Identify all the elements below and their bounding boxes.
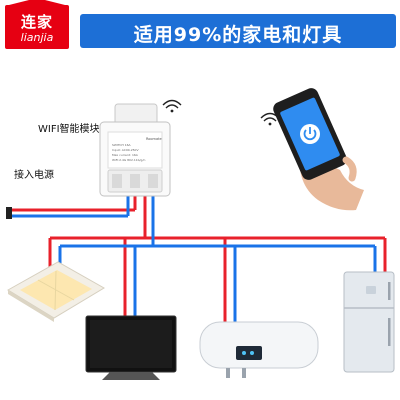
neutral-wires: [10, 195, 377, 322]
water-heater-icon: [199, 321, 319, 378]
logo-roof-icon: [5, 0, 69, 6]
logo-pinyin: lianjia: [20, 31, 54, 44]
power-plug-icon: [6, 207, 12, 219]
module-spec-1: SWITCH 16A: [112, 143, 132, 147]
wifi-switch-module: [99, 103, 171, 197]
module-spec-4: WiFi:2.4G 802.11b/g/n: [112, 158, 145, 162]
refrigerator-icon: [343, 271, 395, 373]
brand-logo: 连家 lianjia: [5, 0, 69, 49]
television-icon: [85, 315, 177, 380]
wifi-module-label: WIFI智能模块: [38, 124, 100, 135]
headline-banner: 适用99%的家电和灯具: [80, 14, 396, 48]
wifi-signal-icon: [162, 99, 182, 113]
module-brand: Roomate: [146, 137, 162, 141]
headline-text: 适用99%的家电和灯具: [133, 24, 343, 46]
module-spec-3: Max current: 16A: [112, 153, 139, 157]
logo-chinese: 连家: [20, 13, 53, 31]
ceiling-light-icon: [7, 261, 105, 322]
hand-holding-phone: [273, 88, 364, 211]
power-input-label: 接入电源: [14, 170, 54, 181]
module-spec-2: Input: AC90-250V: [112, 148, 139, 152]
live-wires: [10, 195, 387, 322]
